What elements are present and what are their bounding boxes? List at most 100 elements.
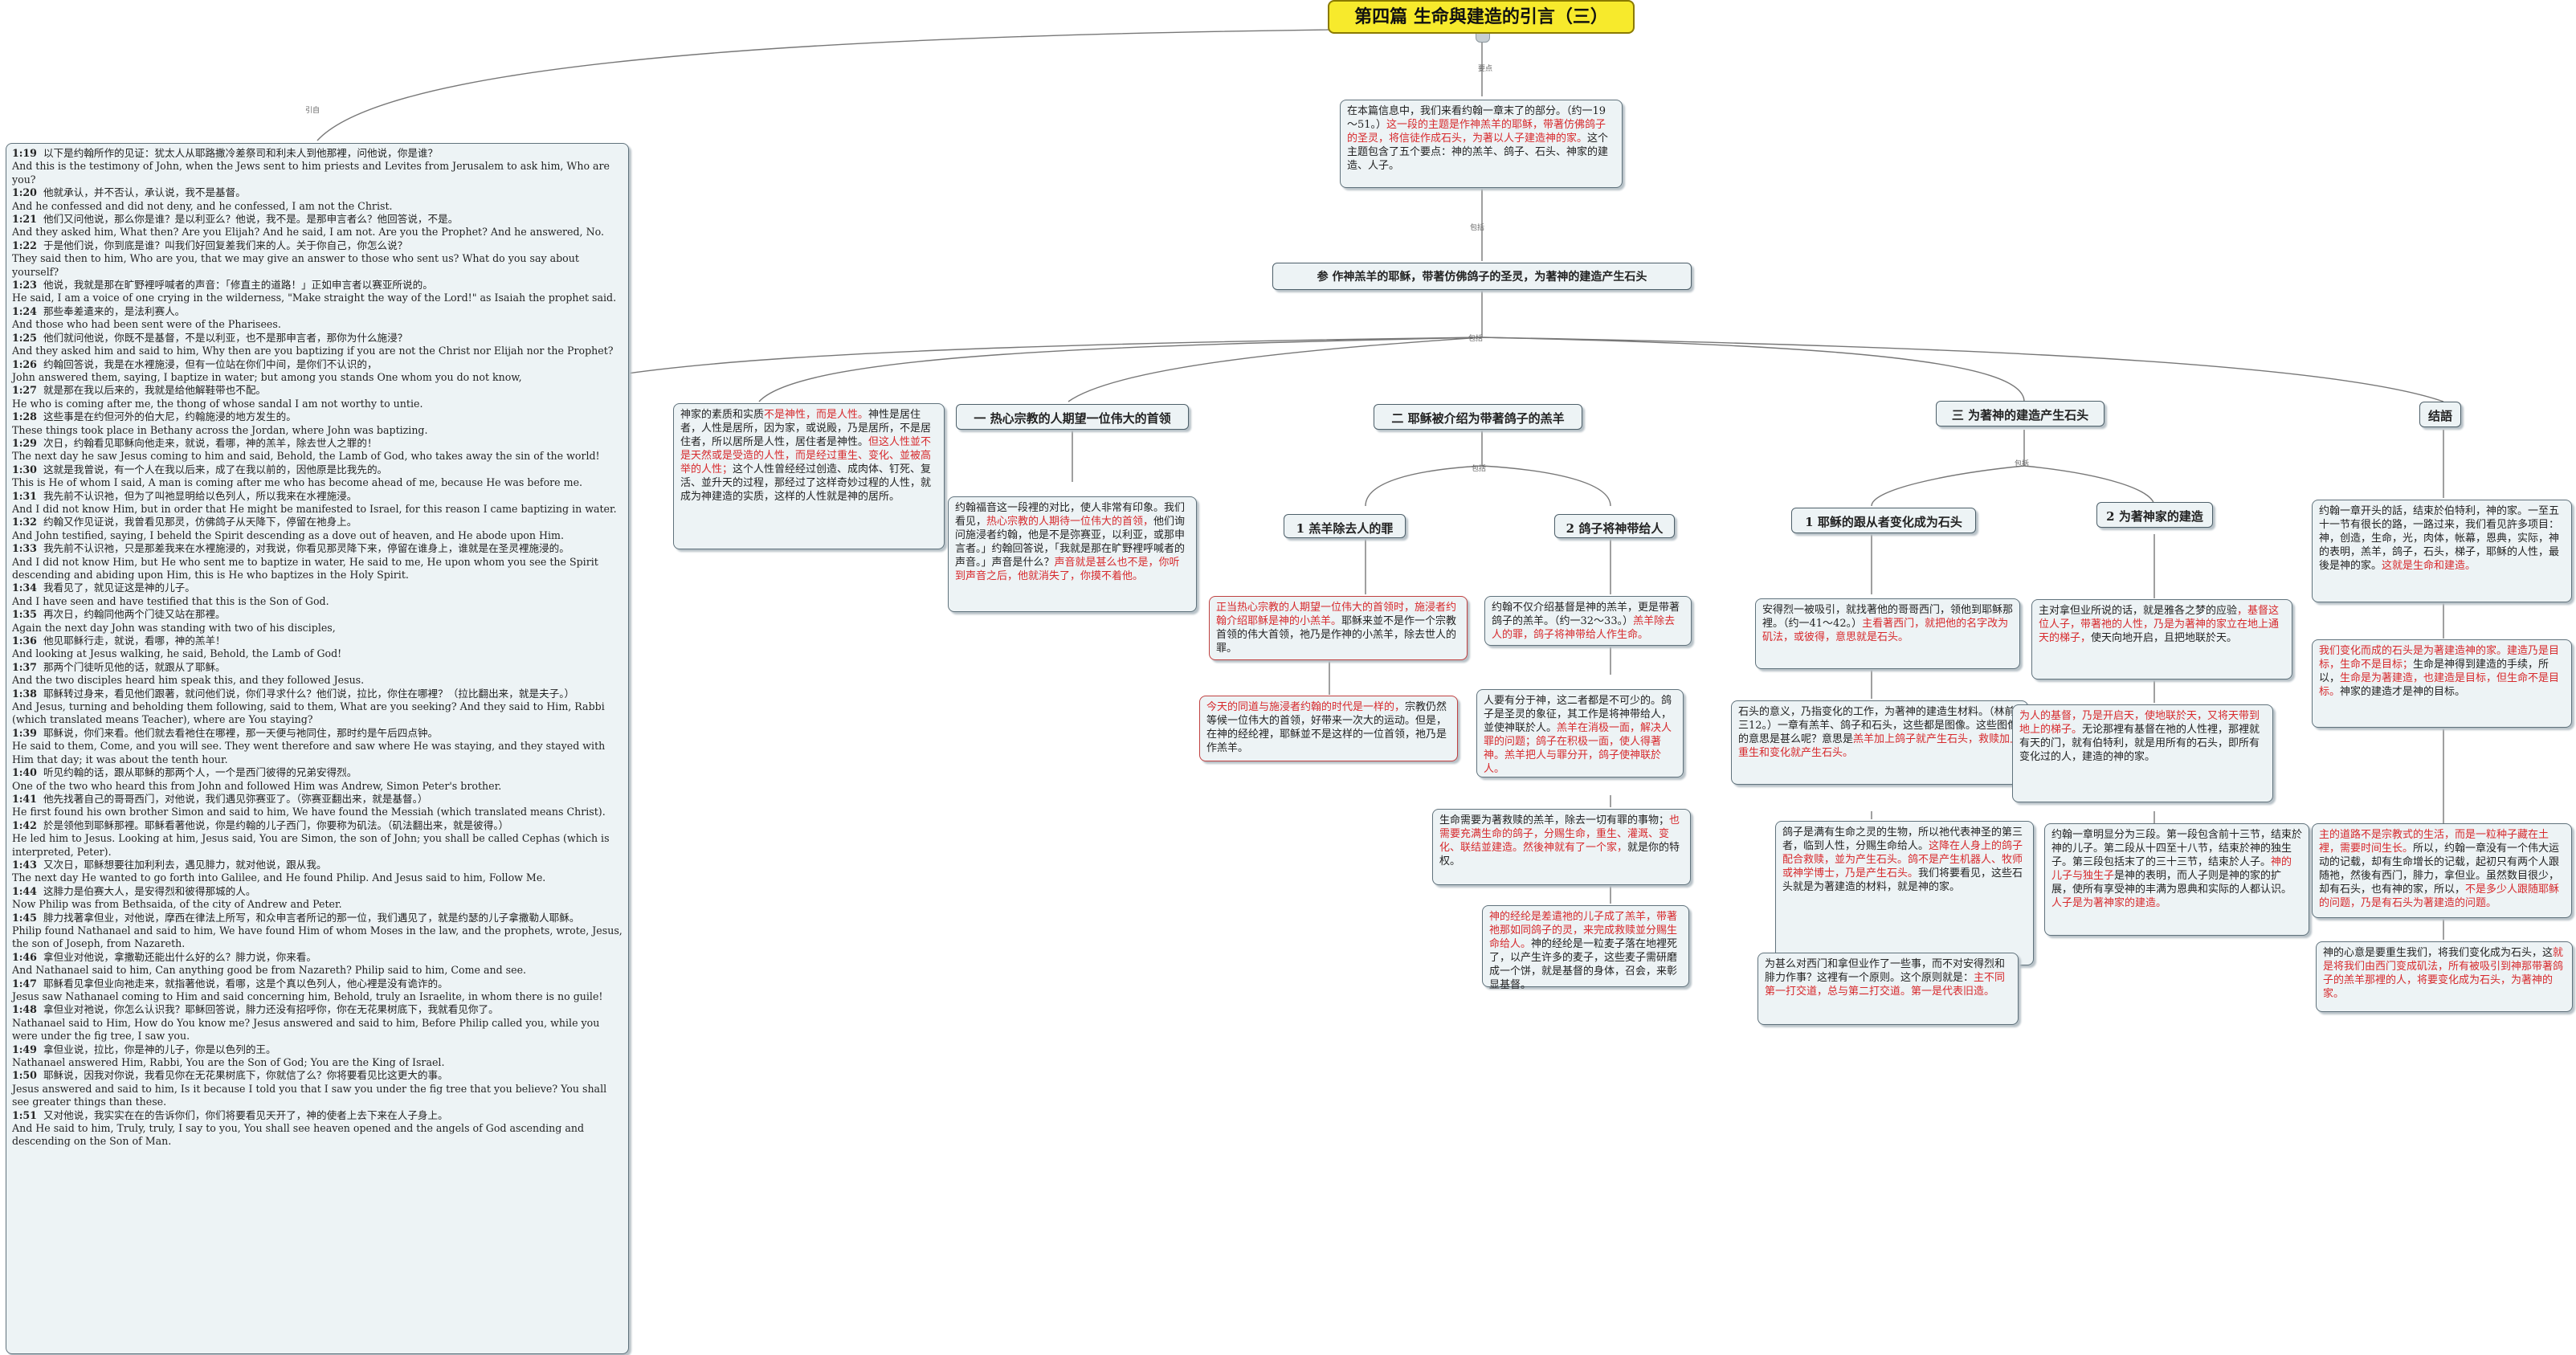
note-highlight: 这就是生命和建造。 bbox=[2382, 560, 2476, 572]
section-2-header[interactable]: 二 耶稣被介绍为带著鸽子的羔羊 bbox=[1374, 404, 1582, 430]
intro-box: 在本篇信息中，我们来看约翰一章末了的部分。（约一19～51。）这一段的主题是作神… bbox=[1340, 100, 1623, 188]
note-highlight: 生命是为著建造，也建造是目标，但生命不是目标。 bbox=[2319, 672, 2560, 698]
note-highlight: ，基督这位人子，带著祂的人性，乃是为著神的家立在地上通天的梯子， bbox=[2039, 605, 2280, 644]
note-text: 这个人性曾经经过创造、成肉体、钉死、复活、並升天的过程，那经过了这样奇妙过程的人… bbox=[680, 463, 932, 503]
link-label: 引自 bbox=[305, 107, 320, 115]
note-highlight: 声音就是甚么也不是，你听到声音之后，他就消失了，你摸不着他。 bbox=[955, 557, 1180, 582]
verse-ref: 1:20 bbox=[12, 186, 37, 199]
nature-note: 神家的素质和实质不是神性，而是人性。神性是居住者，人性是居所，因为家，或说殿，乃… bbox=[673, 403, 945, 549]
verse-text-en: He said to them, Come, and you will see.… bbox=[12, 740, 606, 765]
verse-text-zh: 於是领他到耶稣那裡。耶稣看著他说，你是约翰的儿子西门，你要称为矶法。（矶法翻出来… bbox=[43, 818, 509, 831]
verse-text-en: And I did not know Him, but He who sent … bbox=[12, 555, 598, 581]
verse-ref: 1:36 bbox=[12, 635, 37, 647]
verse-text-zh: 我看见了，就见证这是神的儿子。 bbox=[43, 582, 195, 594]
section-2-sub-1[interactable]: 1 羔羊除去人的罪 bbox=[1284, 514, 1406, 538]
verse-text-zh: 那两个门徒听见他的话，就跟从了耶稣。 bbox=[43, 660, 226, 673]
note-highlight: 不是神性，而是人性。 bbox=[764, 409, 869, 421]
verse-ref: 1:26 bbox=[12, 357, 37, 370]
intro-theme: 这一段的主题是作神羔羊的耶稣，带著仿佛鸽子的圣灵，将信徒作成石头，为著以人子建造… bbox=[1347, 119, 1606, 145]
note-highlight: 不是多少人跟随耶稣的问题，乃是有石头为著建造的问题。 bbox=[2319, 884, 2560, 909]
section-2-sub-2[interactable]: 2 鸽子将神带给人 bbox=[1554, 514, 1675, 538]
section-3-header[interactable]: 三 为著神的建造产生石头 bbox=[1936, 401, 2104, 426]
note-text: 约翰一章明显分为三段。第一段包含前十三节，结束於神的儿子。第二段从十四至十八节，… bbox=[2051, 829, 2303, 868]
verse-text-zh: 他先找著自己的哥哥西门，对他说，我们遇见弥赛亚了。（弥赛亚翻出来，就是基督。） bbox=[43, 792, 428, 805]
verse-text-zh: 我先前不认识祂，只是那差我来在水裡施浸的，对我说，你看见那灵降下来，停留在谁身上… bbox=[43, 542, 569, 555]
verse-text-en: And looking at Jesus walking, he said, B… bbox=[12, 647, 342, 660]
note-text: 神家的建造才是神的目标。 bbox=[2340, 686, 2466, 698]
note-highlight: 热心宗教的人期待一位伟大的首领， bbox=[986, 516, 1154, 528]
note-text: 石头的意义，乃指变化的工作，为著神的建造生材料。（林前三12。）一章有羔羊、鸽子… bbox=[1738, 706, 2019, 745]
religion-note: 今天的同道与施浸者约翰的时代是一样的，宗教仍然等候一位伟大的首领，好带来一次大的… bbox=[1199, 696, 1458, 761]
section-3-sub-2[interactable]: 2 为著神家的建造 bbox=[2096, 502, 2213, 528]
verse-text-zh: 这些事是在约但河外的伯大尼，约翰施浸的地方发生的。 bbox=[43, 410, 296, 423]
section-1-header[interactable]: 一 热心宗教的人期望一位伟大的首领 bbox=[956, 404, 1189, 430]
intro-points: 这个主题包含了五个要点：神的羔羊、鸽子、石头、神家的建造、人子。 bbox=[1347, 133, 1609, 172]
verse-text-en: The next day he saw Jesus coming to him … bbox=[12, 450, 600, 463]
note-highlight: 人子是为著神家的建造。 bbox=[2051, 897, 2167, 909]
verse-ref: 1:43 bbox=[12, 858, 37, 871]
note-highlight: 但这人性並不是天然或是受造的人性，而是经过重生、变化、並被高举的人性； bbox=[680, 436, 932, 475]
note-text: 我们将要看见，这些石头就是为著建造的材料，就是神的家。 bbox=[1782, 867, 2023, 893]
verse-text-zh: 耶稣转过身来，看见他们跟著，就问他们说，你们寻求什么？他们说，拉比，你住在哪裡？… bbox=[43, 687, 575, 700]
note-highlight: 正当热心宗教的人期望一位伟大的首领时，施浸者约翰介绍耶稣是神的小羔羊。 bbox=[1216, 602, 1457, 627]
verse-text-zh: 又对他说，我实实在在的告诉你们，你们将要看见天开了，神的使者上去下来在人子身上。 bbox=[43, 1108, 448, 1121]
verse-ref: 1:34 bbox=[12, 582, 37, 594]
verse-text-en: And Nathanael said to him, Can anything … bbox=[12, 964, 527, 977]
verse-text-zh: 他见耶稣行走，就说，看哪，神的羔羊！ bbox=[43, 635, 226, 647]
verse-text-zh: 腓力找著拿但业，对他说，摩西在律法上所写，和众申言者所记的那一位，我们遇见了，就… bbox=[43, 911, 580, 924]
verse-text-zh: 又次日，耶稣想要往加利利去，遇见腓力，就对他说，跟从我。 bbox=[43, 858, 327, 871]
verse-text-zh: 以下是约翰所作的见证：犹太人从耶路撒冷差祭司和利未人到他那裡，问他说，你是谁？ bbox=[43, 147, 439, 159]
conclusion-note-2: 我们变化而成的石头是为著建造神的家。建造乃是目标，生命不是目标；生命是神得到建造… bbox=[2312, 639, 2572, 728]
verse-text-en: These things took place in Bethany acros… bbox=[12, 423, 428, 436]
andrew-note: 安得烈一被吸引，就找著他的哥哥西门，领他到耶稣那裡。（约一41～42。）主看著西… bbox=[1755, 598, 2020, 669]
verse-ref: 1:32 bbox=[12, 516, 37, 529]
note-highlight: 就是将我们由西门变成矶法，所有被吸引到神那带著鸽子的羔羊那裡的人，将要变化成为石… bbox=[2323, 947, 2564, 1000]
section-4-header[interactable]: 结語 bbox=[2419, 402, 2461, 427]
verse-text-en: Again the next day John was standing wit… bbox=[12, 621, 336, 634]
stone-meaning-note: 石头的意义，乃指变化的工作，为著神的建造生材料。（林前三12。）一章有羔羊、鸽子… bbox=[1731, 700, 2028, 785]
note-text: 安得烈一被吸引，就找著他的哥哥西门，领他到耶稣那裡。（约一41～42。） bbox=[1762, 604, 2014, 630]
lamb-note: 正当热心宗教的人期望一位伟大的首领时，施浸者约翰介绍耶稣是神的小羔羊。耶稣来並不… bbox=[1209, 596, 1468, 660]
verse-ref: 1:23 bbox=[12, 279, 37, 292]
note-text: 神的经纶是一粒麦子落在地裡死了，以产生许多的麦子，这些麦子需研磨成一个饼，就是基… bbox=[1489, 938, 1678, 991]
verse-text-zh: 我先前不认识祂，但为了叫祂显明给以色列人，所以我来在水裡施浸。 bbox=[43, 489, 357, 502]
note-text: 宗教仍然等候一位伟大的首领，好带来一次大的运动。但是，在神的经纶裡，耶稣並不是这… bbox=[1206, 701, 1447, 754]
verse-text-en: And the two disciples heard him speak th… bbox=[12, 674, 365, 687]
root-title[interactable]: 第四篇 生命與建造的引言（三） bbox=[1328, 0, 1635, 34]
verse-ref: 1:22 bbox=[12, 239, 37, 251]
verse-ref: 1:21 bbox=[12, 213, 37, 226]
dove-note: 约翰不仅介绍基督是神的羔羊，更是带著鸽子的羔羊。（约一32～33。）羔羊除去人的… bbox=[1484, 596, 1692, 646]
note-text: 鸽子是满有生命之灵的生物，所以祂代表神圣的第三者，临到人性，分赐生命给人。 bbox=[1782, 826, 2023, 852]
dove-life-note: 鸽子是满有生命之灵的生物，所以祂代表神圣的第三者，临到人性，分赐生命给人。这降在… bbox=[1775, 821, 2034, 965]
verse-text-en: Philip found Nathanael and said to him, … bbox=[12, 924, 623, 950]
conclusion-note-3: 主的道路不是宗教式的生活，而是一粒种子藏在土裡，需要时间生长。所以，约翰一章没有… bbox=[2312, 823, 2572, 918]
note-highlight: 神的儿子与独生子 bbox=[2051, 856, 2292, 882]
three-sections-note: 约翰一章明显分为三段。第一段包含前十三节，结束於神的儿子。第二段从十四至十八节，… bbox=[2044, 823, 2309, 936]
verse-text-zh: 耶稣看见拿但业向祂走来，就指著他说，看哪，这是个真以色列人，他心裡是没有诡诈的。 bbox=[43, 977, 448, 990]
section-3-sub-1[interactable]: 1 耶稣的跟从者变化成为石头 bbox=[1791, 508, 1976, 533]
verse-text-en: And I have seen and have testified that … bbox=[12, 594, 329, 607]
verse-text-zh: 就是那在我以后来的，我就是给他解鞋带也不配。 bbox=[43, 384, 266, 397]
verse-ref: 1:38 bbox=[12, 687, 37, 700]
note-text: 人要有分于神，这二者都是不可少的。鸽子是圣灵的象征，其工作是将神带给人，並使神联… bbox=[1484, 695, 1672, 734]
verse-text-en: Jesus saw Nathanael coming to Him and sa… bbox=[12, 990, 603, 1002]
verse-text-en: And this is the testimony of John, when … bbox=[12, 160, 610, 186]
verse-ref: 1:25 bbox=[12, 331, 37, 344]
note-text: 使天向地开启，且把地联於天。 bbox=[2091, 632, 2238, 644]
verse-ref: 1:39 bbox=[12, 726, 37, 739]
life-need-note: 生命需要为著救赎的羔羊，除去一切有罪的事物；也需要充满生命的鸽子，分赐生命，重生… bbox=[1432, 809, 1691, 885]
main-header[interactable]: 参 作神羔羊的耶稣，带著仿佛鸽子的圣灵，为著神的建造产生石头 bbox=[1272, 263, 1692, 290]
verse-text-en: And Jesus, turning and beholding them fo… bbox=[12, 700, 605, 726]
verse-zh: 1:36 他见耶稣行走，就说，看哪，神的羔羊！ bbox=[12, 635, 623, 647]
